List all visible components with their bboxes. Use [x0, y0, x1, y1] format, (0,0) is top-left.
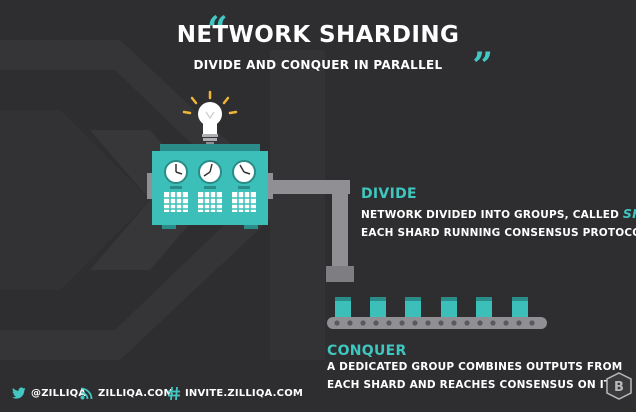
divide-heading: DIVIDE	[361, 186, 417, 202]
divide-text: NETWORK DIVIDED INTO GROUPS, CALLED SHAR…	[361, 205, 636, 242]
hashtag-icon	[168, 387, 180, 400]
footer-twitter[interactable]: @ZILLIQA	[12, 387, 86, 399]
conquer-line-2: EACH SHARD AND REACHES CONSENSUS ON IT.	[327, 379, 614, 391]
svg-text:B: B	[614, 380, 624, 395]
invite-link: INVITE.ZILLIQA.COM	[185, 388, 304, 399]
open-quote-mark: “	[207, 9, 228, 51]
divide-line-1-text: NETWORK DIVIDED INTO GROUPS, CALLED	[361, 209, 620, 221]
conveyor-belt-icon	[327, 297, 547, 329]
divide-line-1: NETWORK DIVIDED INTO GROUPS, CALLED SHAR…	[361, 205, 636, 224]
conquer-line-1: A DEDICATED GROUP COMBINES OUTPUTS FROM	[327, 361, 623, 373]
logo-badge-icon: B	[606, 372, 632, 400]
conquer-heading: CONQUER	[327, 343, 407, 359]
twitter-icon	[12, 387, 26, 399]
page-subtitle: DIVIDE AND CONQUER IN PARALLEL	[193, 58, 443, 72]
sharding-machine-icon	[147, 90, 273, 229]
footer-invite[interactable]: INVITE.ZILLIQA.COM	[168, 387, 303, 400]
pipe-icon	[270, 180, 354, 282]
twitter-handle: @ZILLIQA	[31, 387, 87, 399]
shards-highlight: SHARDS	[622, 206, 636, 221]
footer-website[interactable]: ZILLIQA.COM	[80, 387, 174, 400]
rss-icon	[80, 387, 93, 400]
page-title: NETWORK SHARDING	[176, 22, 460, 48]
conquer-text: A DEDICATED GROUP COMBINES OUTPUTS FROM …	[327, 358, 622, 394]
close-quote-mark: „	[473, 24, 494, 66]
website-link: ZILLIQA.COM	[98, 388, 174, 399]
divide-line-2: EACH SHARD RUNNING CONSENSUS PROTOCOL	[361, 227, 636, 239]
lightbulb-icon	[198, 102, 222, 146]
